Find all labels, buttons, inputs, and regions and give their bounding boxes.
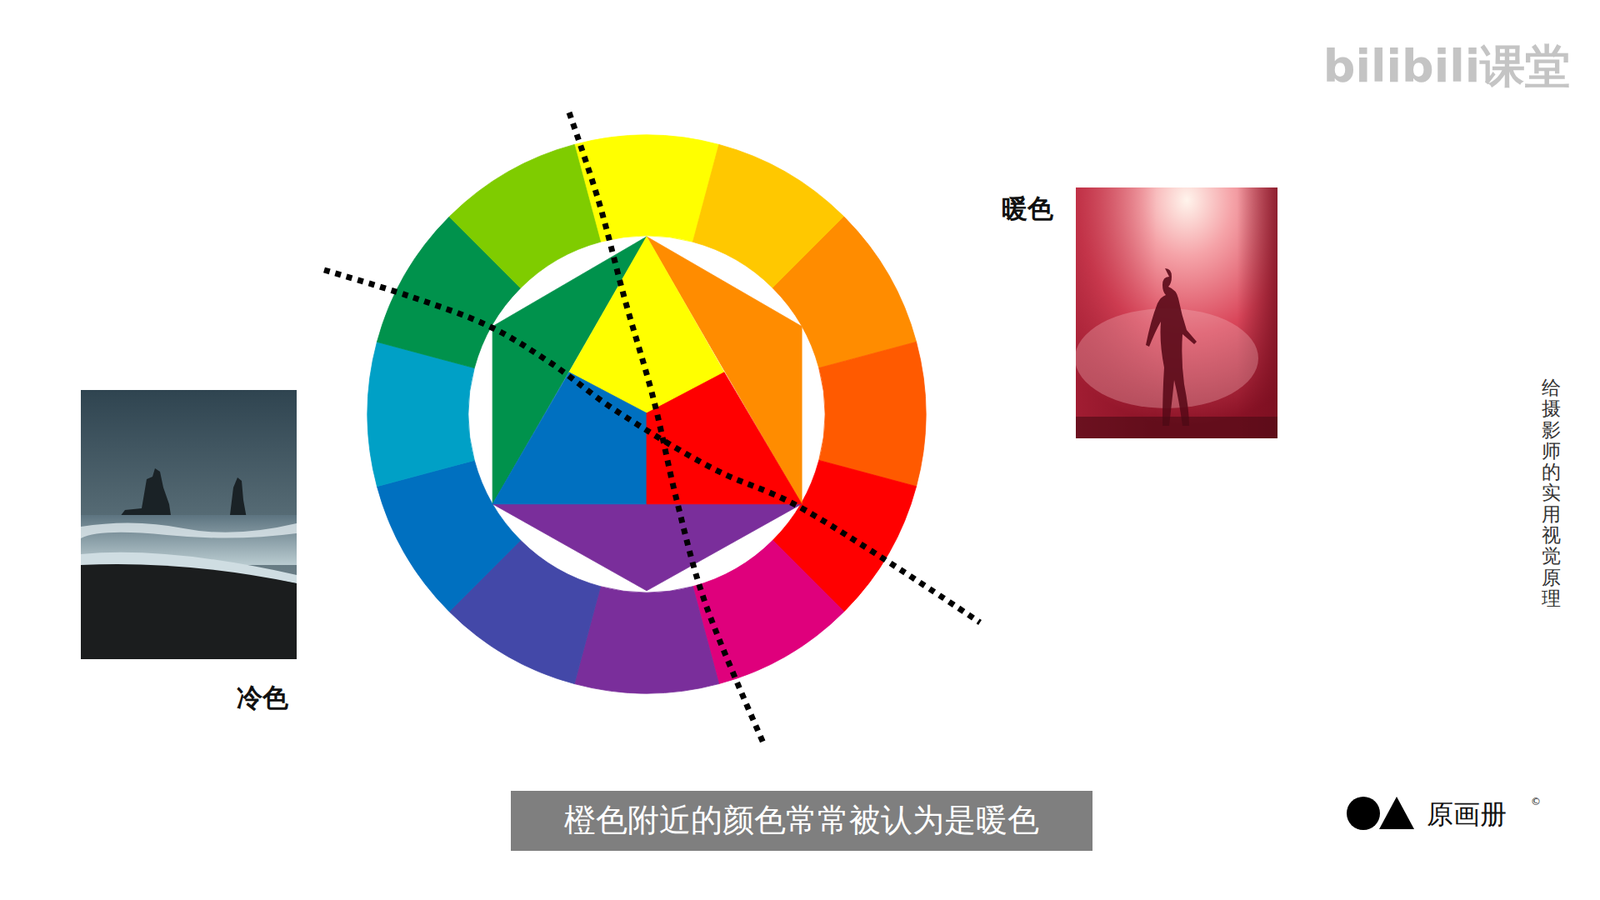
subtitle-box: 橙色附近的颜色常常被认为是暖色 xyxy=(510,790,1093,851)
logo-text: 原画册 xyxy=(1426,796,1507,834)
copyright-mark: © xyxy=(1530,795,1541,808)
warm-photo xyxy=(1075,187,1278,439)
cold-photo xyxy=(80,390,297,660)
color-triangle xyxy=(492,372,647,505)
wheel-segment xyxy=(692,540,844,684)
cold-label: 冷色 xyxy=(236,680,289,716)
watermark: bilibili课堂 xyxy=(1323,36,1570,98)
dotted-divider xyxy=(324,270,980,623)
wheel-segment xyxy=(449,144,600,288)
dotted-divider xyxy=(569,112,765,747)
subtitle-text: 橙色附近的颜色常常被认为是暖色 xyxy=(564,800,1040,841)
color-triangle xyxy=(492,504,802,591)
divider-lines xyxy=(324,112,980,747)
color-wheel xyxy=(367,135,926,694)
series-title: 给摄影师的实用视觉原理 xyxy=(1541,377,1561,610)
warm-label: 暖色 xyxy=(1001,191,1054,227)
logo-mark xyxy=(1346,796,1415,830)
